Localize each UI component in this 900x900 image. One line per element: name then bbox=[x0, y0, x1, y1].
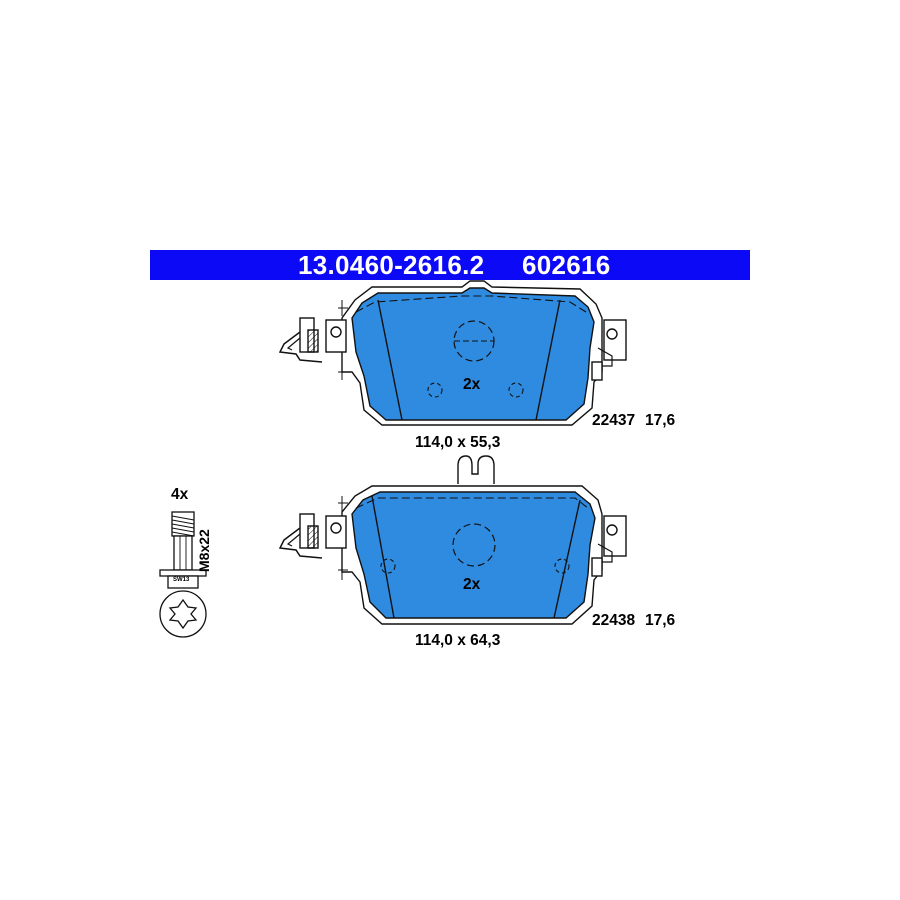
bolt-wrench-size: SW13 bbox=[173, 577, 190, 583]
bolt-size: M8x22 bbox=[196, 529, 212, 572]
pad-upper-code: 22437 bbox=[592, 412, 636, 429]
bolt-quantity: 4x bbox=[171, 486, 189, 503]
friction-pad-upper bbox=[351, 287, 595, 421]
brake-pad-lower bbox=[278, 455, 627, 625]
pad-lower-dimensions: 114,0 x 64,3 bbox=[415, 632, 501, 649]
part-number: 13.0460-2616.2 bbox=[298, 250, 485, 280]
pad-upper-thickness: 17,6 bbox=[645, 412, 676, 429]
pad-upper-dimensions: 114,0 x 55,3 bbox=[415, 434, 501, 451]
article-number: 602616 bbox=[522, 250, 611, 280]
bolt-drawing bbox=[159, 511, 207, 638]
pad-lower-quantity: 2x bbox=[463, 576, 481, 593]
torx-socket-icon bbox=[168, 598, 198, 630]
wear-sensor-tab bbox=[457, 455, 495, 484]
part-number-header: 13.0460-2616.2 602616 bbox=[150, 250, 750, 280]
pad-lower-thickness: 17,6 bbox=[645, 612, 676, 629]
bolt-head bbox=[167, 575, 199, 589]
pad-upper-quantity: 2x bbox=[463, 376, 481, 393]
bolt-shank bbox=[173, 535, 193, 571]
friction-pad-lower bbox=[351, 491, 596, 619]
pad-lower-code: 22438 bbox=[592, 612, 636, 629]
brake-pad-upper bbox=[278, 280, 627, 426]
